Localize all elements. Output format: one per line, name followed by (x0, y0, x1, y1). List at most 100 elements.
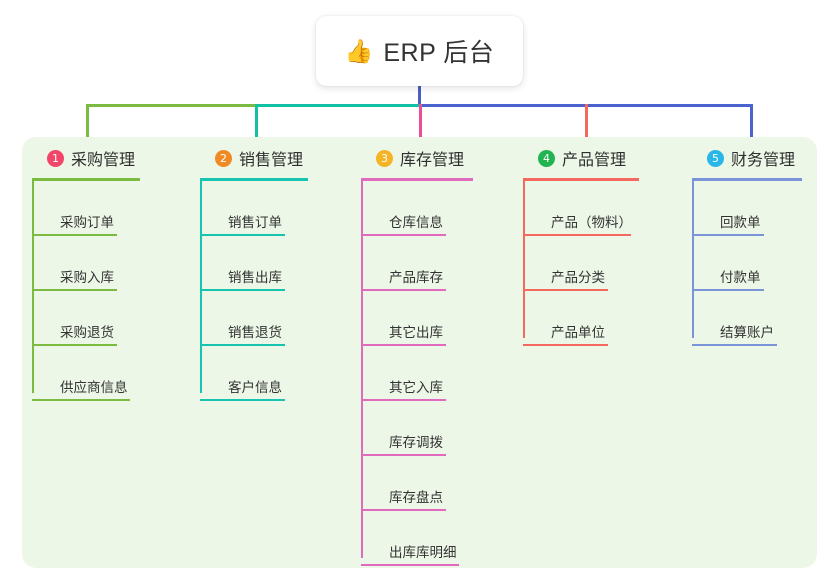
list-item-label: 采购入库 (60, 270, 114, 285)
list-item-rule (200, 399, 285, 401)
list-item-label: 供应商信息 (60, 380, 128, 395)
drop-to-column-4 (585, 104, 588, 141)
column-title: 产品管理 (562, 152, 627, 169)
column-items: 仓库信息产品库存其它出库其它入库库存调拨库存盘点出库库明细 (361, 181, 473, 566)
list-item-label: 采购退货 (60, 325, 114, 340)
list-item[interactable]: 其它出库 (361, 291, 473, 346)
column-2: 2 销售管理销售订单销售出库销售退货客户信息 (200, 145, 308, 401)
drop-to-column-1 (86, 104, 89, 141)
list-item-label: 销售订单 (228, 215, 282, 230)
list-item-rule (32, 234, 117, 236)
root-stem (418, 80, 421, 107)
list-item-label: 销售退货 (228, 325, 282, 340)
list-item-rule (523, 289, 608, 291)
column-5: 5 财务管理回款单付款单结算账户 (692, 145, 802, 346)
list-item-rule (523, 344, 608, 346)
column-header-rule (32, 178, 140, 181)
list-item-rule (361, 289, 446, 291)
column-spine (361, 181, 363, 558)
column-badge-icon: 2 (215, 149, 232, 167)
list-item-label: 回款单 (720, 215, 761, 230)
list-item[interactable]: 产品分类 (523, 236, 639, 291)
column-header-3[interactable]: 3 库存管理 (361, 145, 473, 171)
drop-to-column-2 (255, 104, 258, 141)
column-items: 销售订单销售出库销售退货客户信息 (200, 181, 308, 401)
column-header-rule (692, 178, 802, 181)
column-badge-icon: 5 (707, 149, 724, 167)
list-item[interactable]: 付款单 (692, 236, 802, 291)
list-item-rule (523, 234, 631, 236)
column-badge-icon: 1 (47, 149, 64, 167)
list-item-rule (200, 344, 285, 346)
root-title: ERP 后台 (383, 39, 495, 67)
list-item[interactable]: 产品（物料） (523, 181, 639, 236)
list-item-label: 其它出库 (389, 325, 443, 340)
list-item[interactable]: 库存盘点 (361, 456, 473, 511)
column-header-rule (200, 178, 308, 181)
root-node[interactable]: 👍 ERP 后台 (316, 16, 523, 86)
list-item-rule (361, 399, 446, 401)
list-item[interactable]: 采购入库 (32, 236, 140, 291)
list-item-label: 产品库存 (389, 270, 443, 285)
column-header-rule (523, 178, 639, 181)
list-item[interactable]: 产品库存 (361, 236, 473, 291)
list-item[interactable]: 销售退货 (200, 291, 308, 346)
list-item-label: 客户信息 (228, 380, 282, 395)
list-item-rule (200, 234, 285, 236)
list-item[interactable]: 其它入库 (361, 346, 473, 401)
list-item-label: 销售出库 (228, 270, 282, 285)
list-item-label: 库存盘点 (389, 490, 443, 505)
list-item-label: 付款单 (720, 270, 761, 285)
list-item[interactable]: 销售出库 (200, 236, 308, 291)
list-item-label: 仓库信息 (389, 215, 443, 230)
list-item-rule (692, 289, 764, 291)
column-spine (692, 181, 694, 338)
drop-to-column-5 (750, 104, 753, 141)
column-spine (32, 181, 34, 393)
list-item[interactable]: 结算账户 (692, 291, 802, 346)
column-badge-icon: 3 (376, 149, 393, 167)
drop-to-column-3 (419, 104, 422, 141)
list-item-label: 库存调拨 (389, 435, 443, 450)
list-item-rule (32, 399, 130, 401)
list-item[interactable]: 采购退货 (32, 291, 140, 346)
column-header-4[interactable]: 4 产品管理 (523, 145, 639, 171)
list-item-rule (32, 289, 117, 291)
diagram-panel (22, 137, 817, 568)
list-item-rule (361, 344, 446, 346)
list-item[interactable]: 客户信息 (200, 346, 308, 401)
column-title: 财务管理 (731, 152, 796, 169)
list-item-rule (361, 564, 459, 566)
column-header-5[interactable]: 5 财务管理 (692, 145, 802, 171)
list-item-label: 产品单位 (551, 325, 605, 340)
column-items: 采购订单采购入库采购退货供应商信息 (32, 181, 140, 401)
list-item-rule (361, 454, 446, 456)
list-item[interactable]: 仓库信息 (361, 181, 473, 236)
column-title: 销售管理 (239, 152, 304, 169)
column-spine (523, 181, 525, 338)
column-badge-icon: 4 (538, 149, 555, 167)
list-item-label: 其它入库 (389, 380, 443, 395)
column-items: 回款单付款单结算账户 (692, 181, 802, 346)
list-item[interactable]: 销售订单 (200, 181, 308, 236)
list-item-rule (361, 509, 446, 511)
column-3: 3 库存管理仓库信息产品库存其它出库其它入库库存调拨库存盘点出库库明细 (361, 145, 473, 566)
list-item-label: 结算账户 (720, 325, 774, 340)
list-item[interactable]: 供应商信息 (32, 346, 140, 401)
list-item[interactable]: 回款单 (692, 181, 802, 236)
column-title: 库存管理 (400, 152, 465, 169)
column-items: 产品（物料）产品分类产品单位 (523, 181, 639, 346)
list-item[interactable]: 出库库明细 (361, 511, 473, 566)
list-item-label: 采购订单 (60, 215, 114, 230)
thumbs-up-icon: 👍 (344, 37, 374, 64)
list-item[interactable]: 库存调拨 (361, 401, 473, 456)
list-item-label: 出库库明细 (389, 545, 457, 560)
list-item-rule (32, 344, 117, 346)
list-item[interactable]: 采购订单 (32, 181, 140, 236)
list-item-rule (361, 234, 446, 236)
column-header-2[interactable]: 2 销售管理 (200, 145, 308, 171)
bar-segment-teal (255, 104, 422, 107)
list-item[interactable]: 产品单位 (523, 291, 639, 346)
